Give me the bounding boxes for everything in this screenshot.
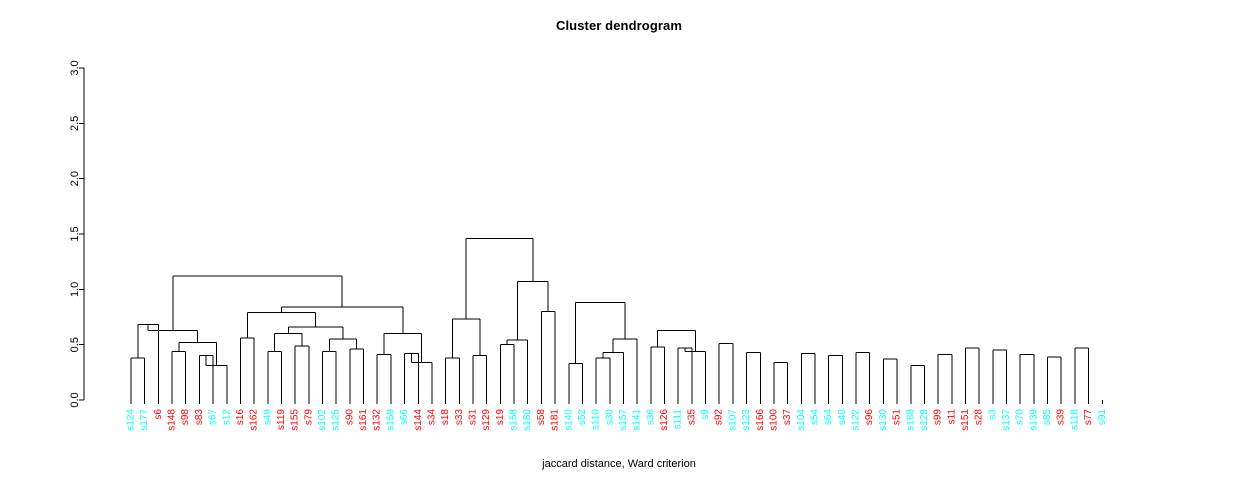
leaf-label[interactable]: s18 (440, 409, 451, 426)
leaf-label[interactable]: s110 (591, 409, 602, 430)
leaf-label[interactable]: s158 (509, 409, 520, 431)
leaf-label[interactable]: s19 (495, 409, 506, 426)
leaf-label[interactable]: s140 (563, 409, 574, 431)
leaf-label[interactable]: s66 (399, 409, 410, 426)
leaf-label[interactable]: s161 (358, 409, 369, 431)
leaf-label[interactable]: s144 (413, 409, 424, 431)
leaf-label[interactable]: s12 (221, 409, 232, 426)
leaf-label[interactable]: s181 (550, 409, 561, 431)
leaf-label[interactable]: s31 (468, 409, 479, 426)
leaf-label[interactable]: s40 (837, 409, 848, 426)
leaf-label[interactable]: s16 (235, 409, 246, 426)
leaf-label[interactable]: s64 (823, 409, 834, 426)
leaf-label[interactable]: s102 (317, 409, 328, 431)
leaf-label[interactable]: s3 (987, 409, 998, 420)
leaf-label[interactable]: s128 (919, 409, 930, 431)
leaf-label[interactable]: s162 (249, 409, 260, 431)
leaf-label[interactable]: s6 (153, 409, 164, 420)
leaf-label[interactable]: s67 (208, 409, 219, 426)
leaf-label[interactable]: s124 (126, 409, 137, 431)
leaf-label[interactable]: s92 (714, 409, 725, 426)
leaf-label[interactable]: s98 (180, 409, 191, 426)
leaf-label[interactable]: s137 (1001, 409, 1012, 431)
dendrogram-tree (130, 237, 1090, 400)
leaf-label[interactable]: s111 (673, 409, 684, 430)
y-axis-tick-label: 2.5 (69, 116, 81, 131)
y-axis-tick-label: 3.0 (69, 60, 81, 75)
leaf-label[interactable]: s177 (139, 409, 150, 431)
y-axis-tick-label: 0.5 (69, 337, 81, 352)
leaf-label[interactable]: s30 (604, 409, 615, 426)
leaf-label[interactable]: s100 (768, 409, 779, 431)
leaf-label[interactable]: s132 (372, 409, 383, 431)
leaf-label[interactable]: s159 (385, 409, 396, 431)
leaf-label[interactable]: s96 (864, 409, 875, 426)
leaf-label[interactable]: s39 (1056, 409, 1067, 426)
leaf-label[interactable]: s130 (878, 409, 889, 431)
leaf-label[interactable]: s104 (796, 409, 807, 431)
leaf-label[interactable]: s79 (303, 409, 314, 426)
leaf-label[interactable]: s37 (782, 409, 793, 426)
leaf-label[interactable]: s139 (1028, 409, 1039, 431)
leaf-label[interactable]: s155 (290, 409, 301, 431)
y-axis-tick-label: 1.5 (69, 226, 81, 241)
leaf-label[interactable]: s77 (1083, 409, 1094, 426)
leaf-label[interactable]: s151 (960, 409, 971, 431)
leaf-label[interactable]: s148 (167, 409, 178, 431)
leaf-label[interactable]: s36 (645, 409, 656, 426)
leaf-label[interactable]: s125 (331, 409, 342, 431)
leaf-label[interactable]: s129 (481, 409, 492, 431)
leaf-label[interactable]: s157 (618, 409, 629, 431)
leaf-label[interactable]: s166 (755, 409, 766, 431)
y-axis-tick-label: 0.0 (69, 392, 81, 407)
leaf-label[interactable]: s119 (276, 409, 287, 430)
leaf-label[interactable]: s141 (632, 409, 643, 431)
leaf-label[interactable]: s11 (946, 409, 957, 425)
page-title: Cluster dendrogram (555, 18, 683, 33)
leaf-label[interactable]: s85 (1042, 409, 1053, 426)
leaf-label[interactable]: s9 (700, 409, 711, 420)
y-axis: 0.0 0.5 1.0 1.5 2.0 2.5 3.0 (69, 60, 85, 408)
leaf-label[interactable]: s51 (892, 409, 903, 426)
leaf-label[interactable]: s70 (1015, 409, 1026, 426)
leaf-label[interactable]: s49 (262, 409, 273, 426)
y-axis-tick-label: 1.0 (69, 282, 81, 297)
leaf-label[interactable]: s123 (741, 409, 752, 431)
leaf-label[interactable]: s91 (1097, 409, 1108, 426)
leaf-label[interactable]: s126 (659, 409, 670, 431)
leaf-label[interactable]: s34 (426, 409, 437, 426)
leaf-label[interactable]: s107 (727, 409, 738, 431)
x-axis-caption: jaccard distance, Ward criterion (542, 458, 696, 470)
leaf-label[interactable]: s54 (810, 409, 821, 426)
leaf-label[interactable]: s58 (536, 409, 547, 426)
y-axis-tick-label: 2.0 (69, 171, 81, 186)
leaf-label[interactable]: s99 (933, 409, 944, 426)
leaf-label[interactable]: s90 (344, 409, 355, 426)
leaf-label[interactable]: s33 (454, 409, 465, 426)
leaf-label[interactable]: s122 (851, 409, 862, 431)
leaf-label[interactable]: s180 (522, 409, 533, 431)
leaf-label[interactable]: s83 (194, 409, 205, 426)
leaf-label[interactable]: s35 (686, 409, 697, 426)
leaf-label[interactable]: s52 (577, 409, 588, 426)
leaf-label[interactable]: s188 (905, 409, 916, 431)
leaf-label[interactable]: s118 (1069, 409, 1080, 430)
leaf-label[interactable]: s28 (974, 409, 985, 426)
